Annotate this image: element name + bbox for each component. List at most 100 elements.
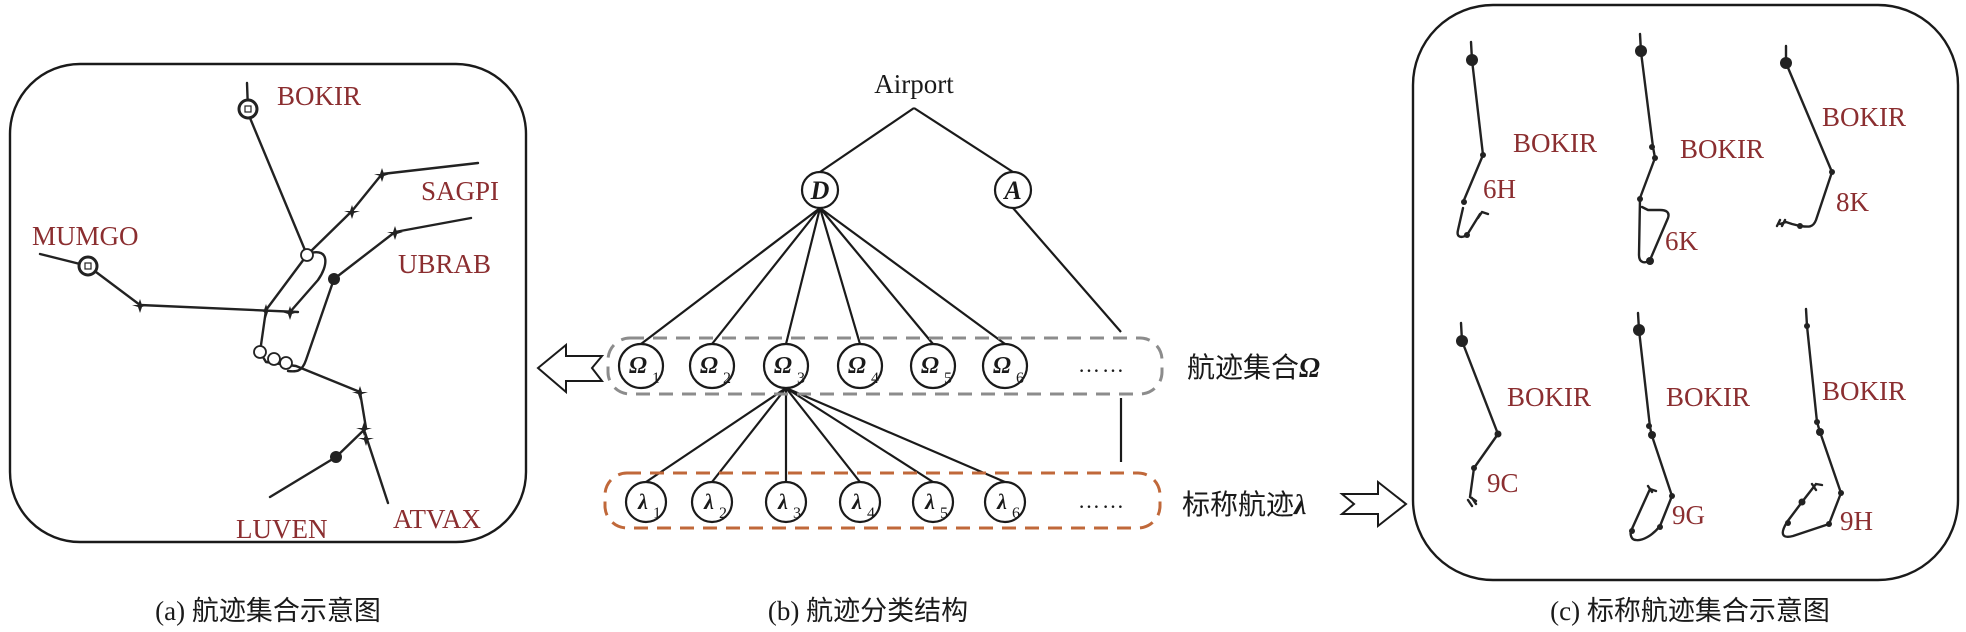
route-marker (1646, 423, 1652, 429)
star-marker (132, 299, 148, 313)
route-6k-waypoint: BOKIR (1680, 134, 1764, 164)
edge-omega3-lambda-1 (645, 387, 787, 483)
waypoint-label-mumgo: MUMGO (32, 221, 139, 251)
track-atvax (362, 428, 390, 505)
lambda-set-symbol: λ (1293, 490, 1306, 521)
lambda-node-circle (838, 480, 882, 524)
track-ubrab (286, 216, 473, 373)
omega-ellipsis: …… (1078, 352, 1126, 377)
panel-c: BOKIR 6H BOKIR 6K BOKIR 8K BOKIR 9C BOKI… (1411, 3, 1960, 626)
panel-a-frame (8, 62, 528, 544)
lambda-node-circle (983, 480, 1027, 524)
route-marker (1814, 419, 1820, 425)
omega-node-subscript: 1 (652, 370, 660, 387)
edges-d-to-omega (640, 207, 1006, 345)
route-9c-procedure: 9C (1487, 468, 1519, 498)
route-marker (1785, 520, 1791, 526)
fix-marker (267, 352, 281, 366)
route-8k-track (1775, 44, 1834, 228)
lambda-set-label-text: 标称航迹 (1182, 489, 1294, 521)
route-marker (1648, 431, 1656, 439)
star-marker (387, 226, 403, 240)
node-d-label: D (810, 176, 830, 205)
route-marker (1816, 428, 1824, 436)
route-marker (1494, 430, 1502, 438)
fix-marker (279, 356, 293, 370)
waypoint-marker-inner (244, 105, 252, 113)
omega-set-label-text: 航迹集合 (1187, 352, 1299, 384)
omega-node-circle (836, 342, 884, 390)
edge-airport-d (819, 107, 915, 173)
waypoint-marker-bokir (237, 98, 259, 120)
omega-node-symbol: Ω (774, 353, 792, 379)
arrow-right-icon (1339, 479, 1408, 529)
route-marker (1669, 493, 1675, 499)
route-marker (1480, 152, 1486, 158)
lambda-node-circle (690, 480, 734, 524)
edge-d-omega-5 (819, 207, 934, 345)
route-marker (1798, 498, 1806, 506)
route-marker (1780, 57, 1792, 69)
fix-marker (253, 345, 267, 359)
route-marker (1652, 155, 1658, 161)
route-9h-track (1781, 307, 1843, 538)
lambda-node-subscript: 1 (653, 505, 661, 522)
edge-airport-a (913, 107, 1014, 173)
panel-a-tracks (38, 81, 480, 505)
waypoint-label-atvax: ATVAX (393, 504, 482, 534)
lambda-node-subscript: 6 (1012, 505, 1020, 522)
lambda-node-symbol: λ (777, 489, 788, 514)
omega-set-box (606, 336, 1164, 396)
edge-omega3-lambda-4 (785, 387, 861, 483)
route-8k-procedure: 8K (1836, 187, 1870, 217)
edge-d-omega-1 (640, 207, 821, 345)
node-d: D (800, 170, 840, 210)
omega-node-subscript: 6 (1016, 370, 1024, 387)
lambda-node-circle (911, 480, 955, 524)
tree-edges (640, 107, 1123, 484)
route-8k-waypoint: BOKIR (1822, 102, 1906, 132)
caption-panel-b: (b) 航迹分类结构 (768, 596, 968, 626)
node-a-label: A (1002, 176, 1021, 205)
fix-marker (328, 273, 340, 285)
route-6k-procedure: 6K (1665, 226, 1699, 256)
track-loop (288, 250, 327, 314)
waypoint-label-ubrab: UBRAB (398, 249, 491, 279)
lambda-node-symbol: λ (996, 489, 1007, 514)
edge-omega3-lambda-5 (785, 387, 934, 483)
route-marker (1464, 232, 1470, 238)
route-marker (1804, 323, 1810, 329)
lambda-node-subscript: 5 (940, 505, 948, 522)
route-6h-waypoint: BOKIR (1513, 128, 1597, 158)
route-6h-track (1456, 40, 1490, 239)
edge-omega3-lambda-2 (711, 387, 787, 483)
edge-d-omega-4 (818, 207, 862, 345)
omega-node-symbol: Ω (848, 353, 866, 379)
panel-c-frame (1411, 3, 1960, 582)
fix-marker (330, 451, 342, 463)
node-d-circle (800, 170, 840, 210)
route-9h (1781, 307, 1844, 538)
route-6h-procedure: 6H (1483, 174, 1516, 204)
omega-node-subscript: 4 (871, 370, 879, 387)
route-6h (1456, 40, 1490, 239)
omega-node-circle (688, 342, 736, 390)
lambda-set-box (603, 471, 1162, 530)
star-markers (132, 168, 403, 446)
omega-node-symbol: Ω (993, 353, 1011, 379)
edge-d-omega-3 (784, 207, 822, 345)
route-marker (1649, 144, 1655, 150)
track-mumgo (38, 252, 300, 314)
waypoint-label-sagpi: SAGPI (421, 176, 499, 206)
lambda-node-circle (764, 480, 808, 524)
omega-node-symbol: Ω (629, 353, 647, 379)
